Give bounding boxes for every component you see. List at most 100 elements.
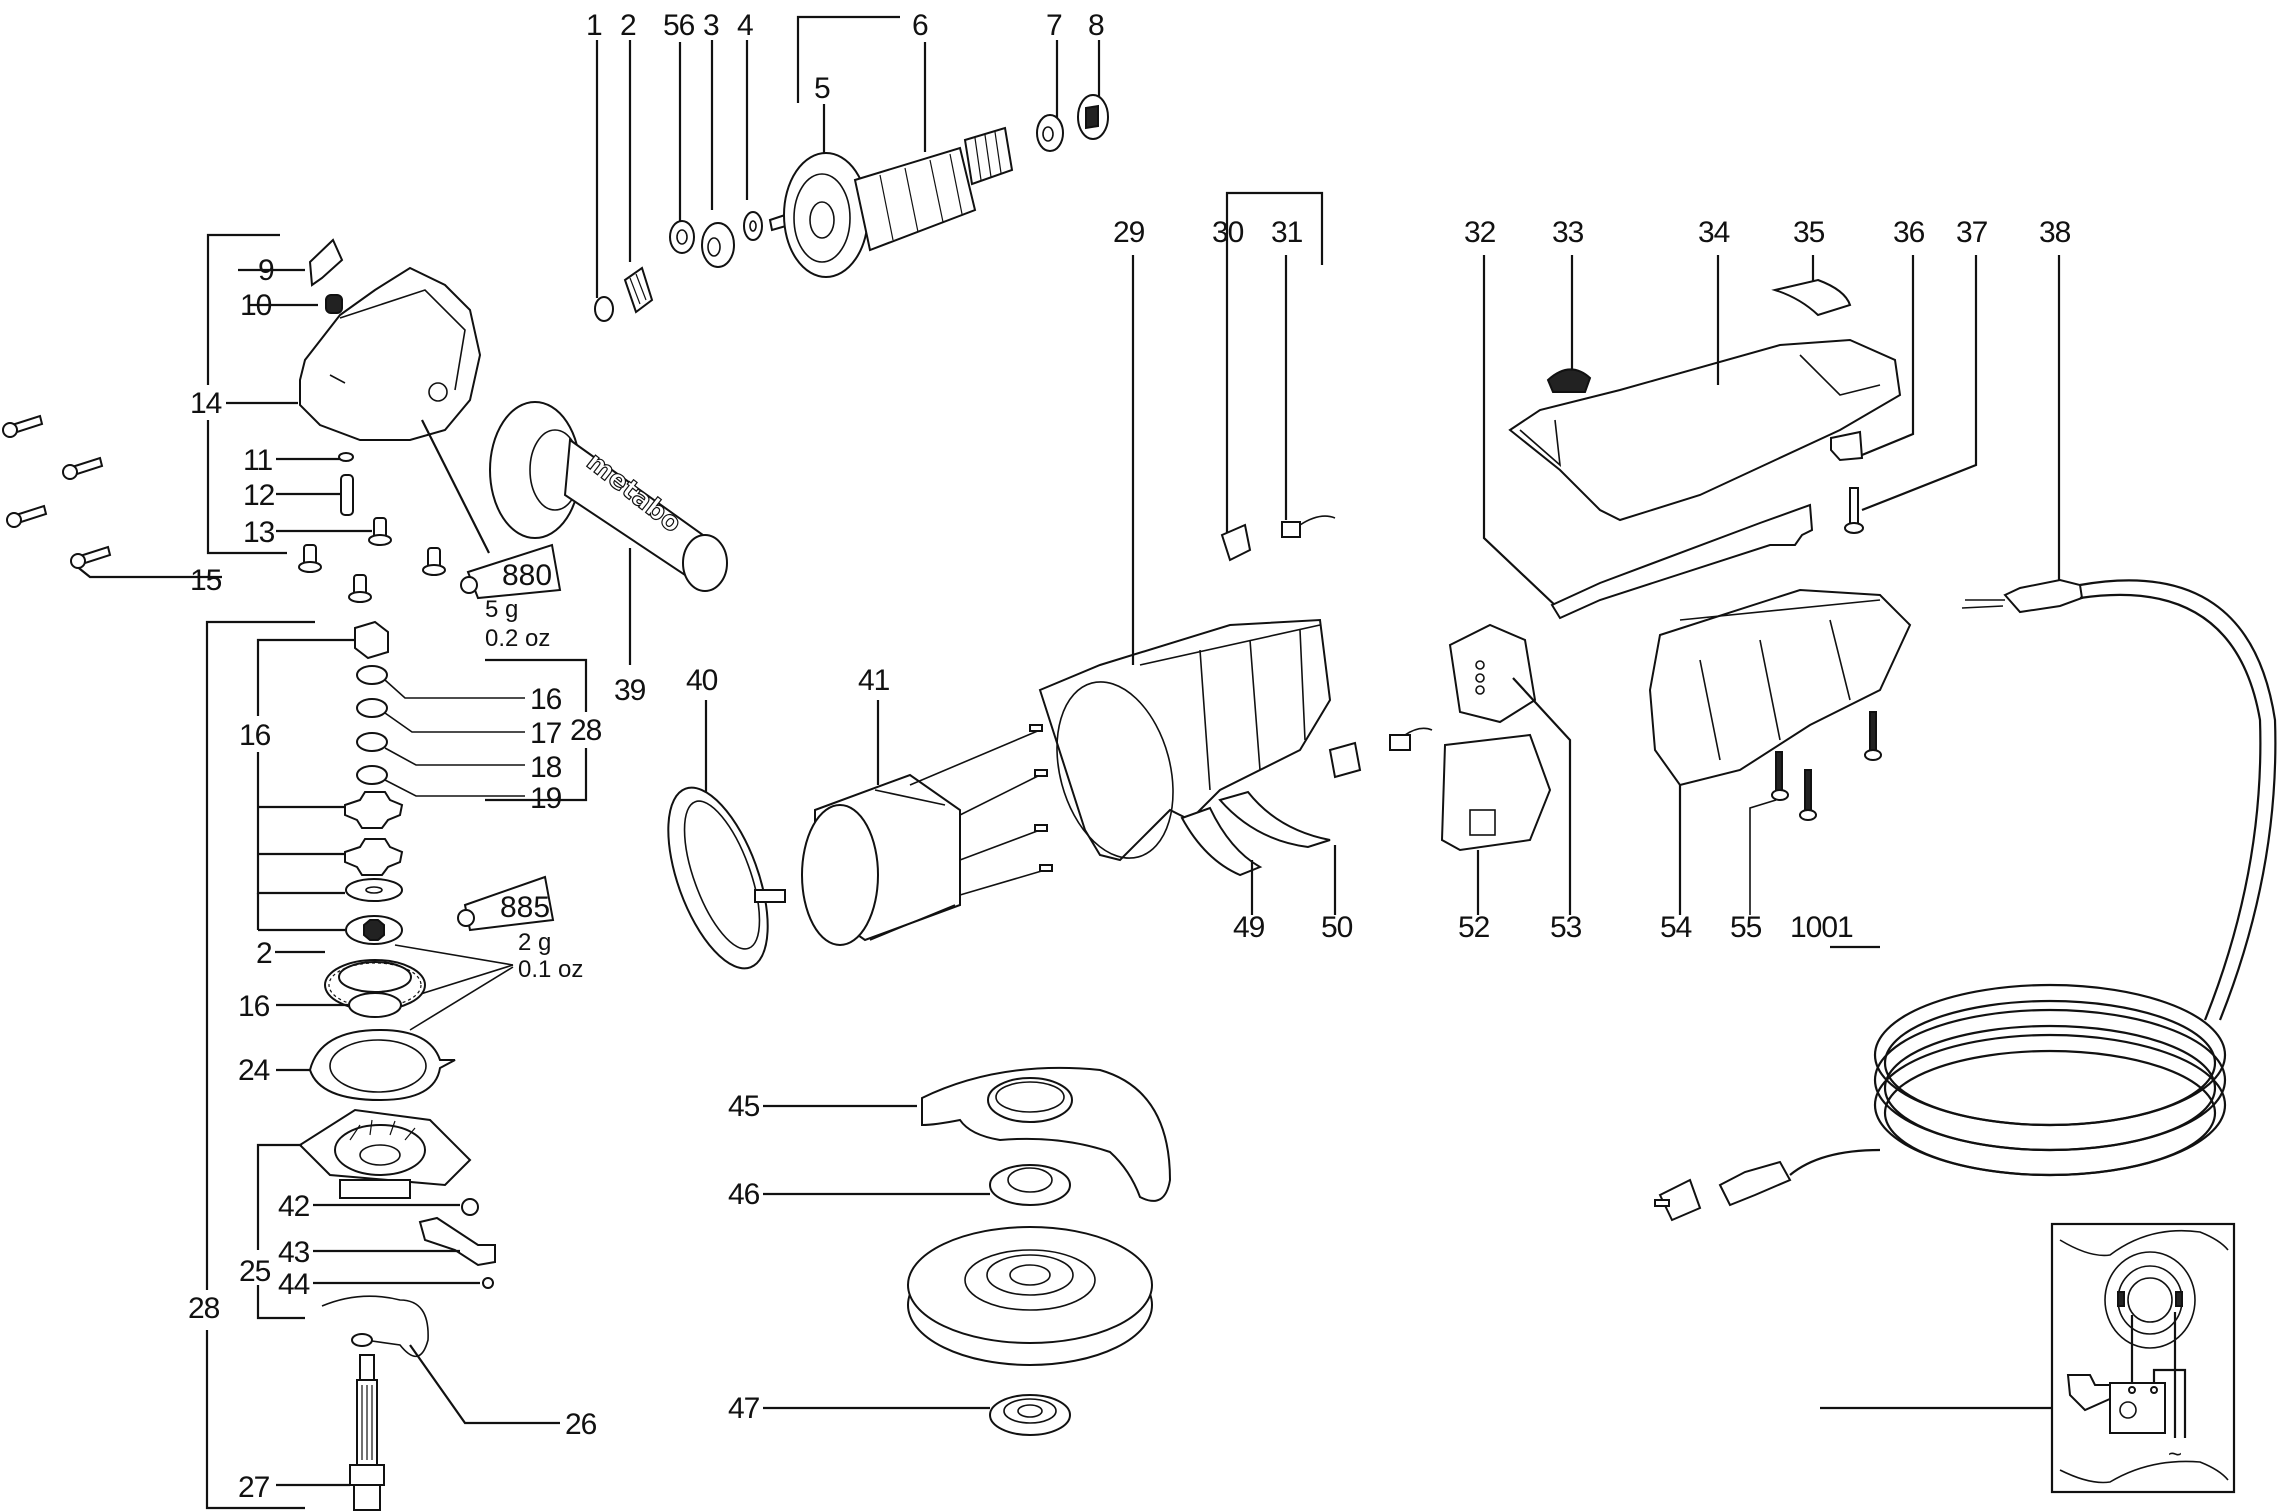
label-26: 26	[565, 1408, 597, 1441]
part-29-motor-housing[interactable]	[1038, 618, 1332, 871]
label-4: 4	[737, 9, 753, 42]
label-35: 35	[1793, 216, 1825, 249]
part-3-bearing[interactable]	[701, 222, 735, 268]
part-11-retaining-ring[interactable]	[338, 452, 354, 462]
label-33: 33	[1552, 216, 1584, 249]
part-36-clip[interactable]	[1830, 430, 1864, 462]
label-46: 46	[728, 1178, 760, 1211]
part-16-lock-washer-2[interactable]	[344, 838, 404, 876]
part-35-label-plate[interactable]	[1771, 278, 1852, 317]
label-9: 9	[258, 254, 274, 287]
label-32: 32	[1464, 216, 1496, 249]
part-15-screws[interactable]	[2, 414, 112, 569]
part-6-armature[interactable]	[768, 126, 1014, 278]
label-15: 15	[190, 564, 222, 597]
part-43-lever[interactable]	[418, 1216, 496, 1267]
part-19-washer[interactable]	[356, 732, 388, 752]
wiring-diagram-frame[interactable]	[2050, 1222, 2236, 1494]
part-9-spindle-lock-button[interactable]	[308, 238, 344, 287]
handle-cover-group: 32 33 34 35 36 37 38	[1464, 216, 2072, 620]
part-26-ground-wire[interactable]	[321, 1295, 429, 1358]
label-29: 29	[1113, 216, 1145, 249]
label-13: 13	[243, 516, 275, 549]
part-30-brush-holder[interactable]	[1220, 523, 1252, 562]
label-40: 40	[686, 664, 718, 697]
label-18: 17	[530, 717, 562, 750]
label-8: 8	[1088, 9, 1104, 42]
label-27: 27	[238, 1471, 270, 1504]
part-44-clip[interactable]	[482, 1277, 494, 1289]
label-36: 36	[1893, 216, 1925, 249]
label-53: 54	[1660, 911, 1692, 944]
part-54-screws[interactable]	[1771, 711, 1882, 821]
label-50: 50	[1321, 911, 1353, 944]
brush-holder-small[interactable]	[1328, 741, 1362, 779]
part-27-spindle[interactable]	[349, 1354, 385, 1511]
label-37: 37	[1956, 216, 1988, 249]
part-49-label[interactable]	[1180, 806, 1263, 877]
grease-880-amount-imperial: 0.2 oz	[485, 625, 550, 652]
part-50-label[interactable]	[1218, 790, 1331, 849]
grease-tube-880-code: 880	[502, 559, 552, 592]
label-54: 55	[1730, 911, 1762, 944]
label-49: 49	[1233, 911, 1265, 944]
part-10-spring[interactable]	[325, 294, 343, 314]
label-11: 11	[243, 444, 272, 477]
part-33-lock-button[interactable]	[1546, 368, 1592, 393]
part-2-pinion[interactable]	[623, 266, 654, 314]
label-56: 56	[663, 9, 695, 42]
label-45: 45	[728, 1090, 760, 1123]
part-47-clamping-nut[interactable]	[989, 1394, 1071, 1436]
part-41-stator[interactable]	[801, 724, 1053, 946]
part-32-switch-rod[interactable]	[1550, 503, 1814, 620]
part-51-electronics-module[interactable]	[1440, 733, 1552, 852]
label-42: 42	[278, 1190, 310, 1223]
part-42-spring[interactable]	[461, 1198, 479, 1216]
grease-885-amount-imperial: 0.1 oz	[518, 956, 583, 983]
label-28-left: 28	[188, 1292, 220, 1325]
label-19: 18	[530, 751, 562, 784]
label-34: 34	[1698, 216, 1730, 249]
label-14: 14	[190, 387, 222, 420]
carbon-brush-small[interactable]	[1389, 734, 1411, 751]
part-31-carbon-brush[interactable]	[1281, 521, 1301, 538]
part-24-gasket[interactable]	[308, 1028, 456, 1102]
spindle-stack-group: 28 16 16 17 18 19 28 885	[188, 620, 603, 1511]
part-25-bearing-flange[interactable]	[298, 1108, 472, 1199]
part-37-screw[interactable]	[1849, 487, 1859, 527]
part-57-washer[interactable]	[356, 765, 388, 785]
label-55: 1001	[1790, 911, 1853, 944]
electronics-and-cable-group: 53 52 54 55	[1328, 578, 2277, 1222]
part-45-wheel-guard[interactable]	[921, 1066, 1172, 1202]
part-55-power-cable[interactable]	[1654, 578, 2277, 1222]
part-56-washer[interactable]	[669, 220, 695, 254]
armature-group: 1 2 56 3 4 5 6 7 8	[586, 9, 1109, 322]
part-13-screws[interactable]	[298, 517, 446, 603]
gear-head-group: 9 10 14 11 12 13 15	[2, 233, 482, 603]
grease-880-amount-metric: 5 g	[485, 596, 518, 623]
part-40-end-shield[interactable]	[648, 775, 788, 981]
part-16-lock-washer-1[interactable]	[344, 791, 404, 829]
part-34-top-cover[interactable]	[1508, 338, 1902, 522]
label-43: 43	[278, 1236, 310, 1269]
label-3: 3	[703, 9, 719, 42]
part-18-washer[interactable]	[356, 698, 388, 718]
part-1-nut[interactable]	[594, 296, 614, 322]
part-14-gear-housing[interactable]	[299, 266, 482, 441]
part-4-washer[interactable]	[743, 211, 763, 241]
label-25: 25	[239, 1255, 271, 1288]
part-16-lower-washer[interactable]	[348, 992, 402, 1018]
grinding-disc[interactable]	[907, 1226, 1153, 1366]
label-2: 2	[620, 9, 636, 42]
part-16-flat-washer[interactable]	[345, 878, 403, 902]
grease-tube-885-code: 885	[500, 891, 550, 924]
label-16-top: 16	[239, 719, 271, 752]
part-46-support-flange[interactable]	[989, 1164, 1071, 1206]
part-17-washer[interactable]	[356, 665, 388, 685]
part-12-pin[interactable]	[340, 474, 354, 516]
part-5-fan[interactable]	[783, 152, 869, 278]
part-52-switch[interactable]	[1448, 623, 1537, 724]
part-16-nut[interactable]	[354, 620, 389, 660]
part-7-bearing[interactable]	[1036, 114, 1064, 152]
